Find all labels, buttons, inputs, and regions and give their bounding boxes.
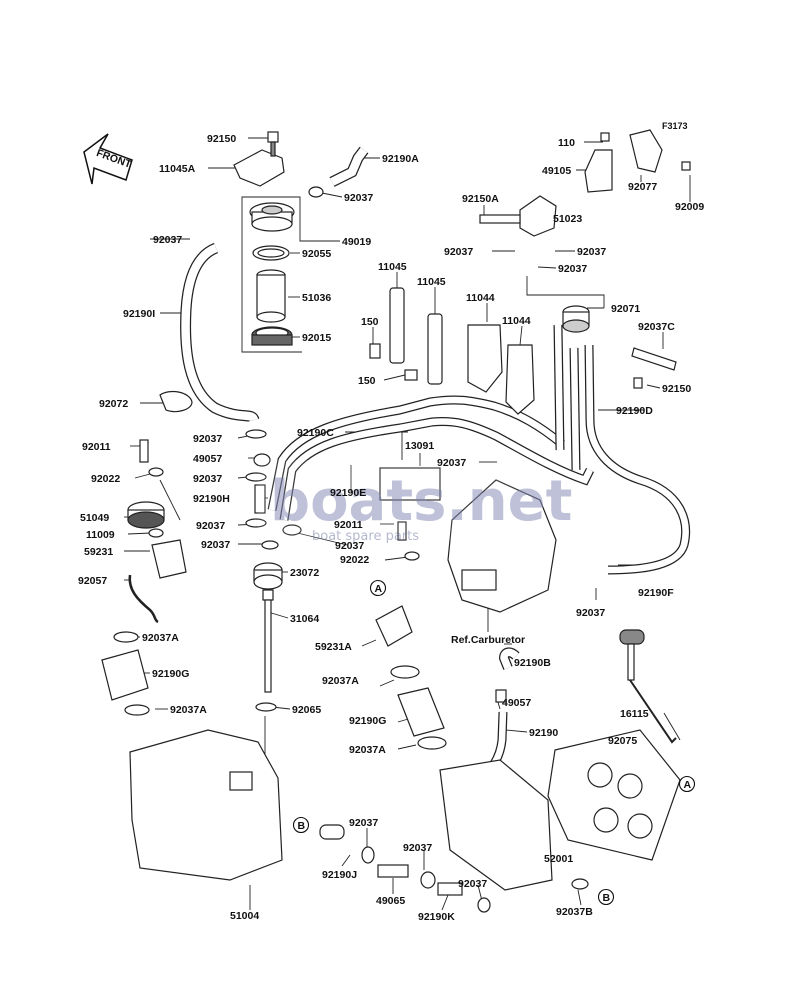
part-label: 92037 bbox=[577, 246, 606, 258]
callout-markers: A A B B bbox=[292, 579, 696, 906]
part-label: 92190I bbox=[123, 308, 155, 320]
part-label: 150 bbox=[358, 375, 376, 387]
part-label: 49105 bbox=[542, 165, 571, 177]
ref-carburetor-label: Ref.Carburetor bbox=[451, 634, 525, 646]
part-label: 92037A bbox=[142, 632, 179, 644]
part-label: 92190G bbox=[349, 715, 386, 727]
part-label: 92190C bbox=[297, 427, 334, 439]
part-label: 92150 bbox=[662, 383, 691, 395]
part-label: 11045 bbox=[417, 276, 446, 288]
part-label: 11045A bbox=[159, 163, 196, 175]
part-label: 16115 bbox=[620, 708, 649, 720]
part-labels: 92150 11045A 92190A 92037 49019 92037 92… bbox=[78, 133, 704, 923]
part-label: 92190H bbox=[193, 493, 230, 505]
part-label: 49057 bbox=[502, 697, 531, 709]
part-label: 92015 bbox=[302, 332, 331, 344]
figure-code: F3173 bbox=[662, 121, 688, 131]
part-label: 92022 bbox=[340, 554, 369, 566]
part-label: 13091 bbox=[405, 440, 434, 452]
part-label: 92037 bbox=[458, 878, 487, 890]
part-label: 92150A bbox=[462, 193, 499, 205]
part-label: 51004 bbox=[230, 910, 259, 922]
part-label: 110 bbox=[558, 137, 575, 149]
part-label: 92190D bbox=[616, 405, 653, 417]
part-label: 92037 bbox=[335, 540, 364, 552]
part-label: 49065 bbox=[376, 895, 405, 907]
part-label: 92077 bbox=[628, 181, 657, 193]
part-label: 92072 bbox=[99, 398, 128, 410]
watermark-brand: boats.net bbox=[270, 469, 572, 534]
part-label: 92065 bbox=[292, 704, 321, 716]
part-label: 92011 bbox=[82, 441, 111, 453]
part-label: 92037B bbox=[556, 906, 593, 918]
marker-b-right: B bbox=[603, 892, 611, 904]
part-label: 92037 bbox=[153, 234, 182, 246]
marker-b-left: B bbox=[298, 820, 306, 832]
part-label: 31064 bbox=[290, 613, 319, 625]
part-label: 92037 bbox=[444, 246, 473, 258]
part-label: 92037A bbox=[349, 744, 386, 756]
part-label: 92190G bbox=[152, 668, 189, 680]
part-label: 23072 bbox=[290, 567, 319, 579]
marker-a-top: A bbox=[375, 583, 383, 595]
part-label: 92037 bbox=[193, 473, 222, 485]
part-label: 59231 bbox=[84, 546, 113, 558]
part-label: 51036 bbox=[302, 292, 331, 304]
part-label: 92055 bbox=[302, 248, 331, 260]
part-label: 49057 bbox=[193, 453, 222, 465]
part-label: 92037 bbox=[193, 433, 222, 445]
part-label: 92037 bbox=[576, 607, 605, 619]
watermark: boats.net boat spare parts bbox=[258, 460, 572, 544]
part-label: 92022 bbox=[91, 473, 120, 485]
part-label: 49019 bbox=[342, 236, 371, 248]
part-label: 11044 bbox=[502, 315, 531, 327]
marker-a-right: A bbox=[684, 779, 692, 791]
part-label: 150 bbox=[361, 316, 379, 328]
part-label: 92037 bbox=[201, 539, 230, 551]
part-label: 51023 bbox=[553, 213, 582, 225]
part-label: 92037A bbox=[322, 675, 359, 687]
part-label: 92057 bbox=[78, 575, 107, 587]
part-label: 92190F bbox=[638, 587, 674, 599]
part-label: 52001 bbox=[544, 853, 573, 865]
part-label: 92037C bbox=[638, 321, 675, 333]
part-label: 11045 bbox=[378, 261, 407, 273]
part-label: 92037 bbox=[349, 817, 378, 829]
parts bbox=[101, 129, 691, 913]
front-arrow: FRONT bbox=[83, 133, 133, 185]
part-label: 11044 bbox=[466, 292, 495, 304]
part-label: 59231A bbox=[315, 641, 352, 653]
part-label: 92009 bbox=[675, 201, 704, 213]
part-label: 92037 bbox=[196, 520, 225, 532]
watermark-tagline: boat spare parts bbox=[312, 529, 419, 544]
part-label: 92071 bbox=[611, 303, 640, 315]
part-label: 92190A bbox=[382, 153, 419, 165]
part-label: 92037A bbox=[170, 704, 207, 716]
part-label: 92190K bbox=[418, 911, 455, 923]
part-label: 92037 bbox=[437, 457, 466, 469]
part-label: 92037 bbox=[403, 842, 432, 854]
hoses bbox=[128, 146, 691, 784]
part-label: 92037 bbox=[558, 263, 587, 275]
part-label: 92190B bbox=[514, 657, 551, 669]
part-label: 92075 bbox=[608, 735, 637, 747]
part-label: 92190J bbox=[322, 869, 357, 881]
part-label: 51049 bbox=[80, 512, 109, 524]
part-label: 92037 bbox=[344, 192, 373, 204]
part-label: 92190E bbox=[330, 487, 366, 499]
part-label: 92190 bbox=[529, 727, 558, 739]
part-label: 92011 bbox=[334, 519, 363, 531]
part-label: 92150 bbox=[207, 133, 236, 145]
part-label: 11009 bbox=[86, 529, 115, 541]
